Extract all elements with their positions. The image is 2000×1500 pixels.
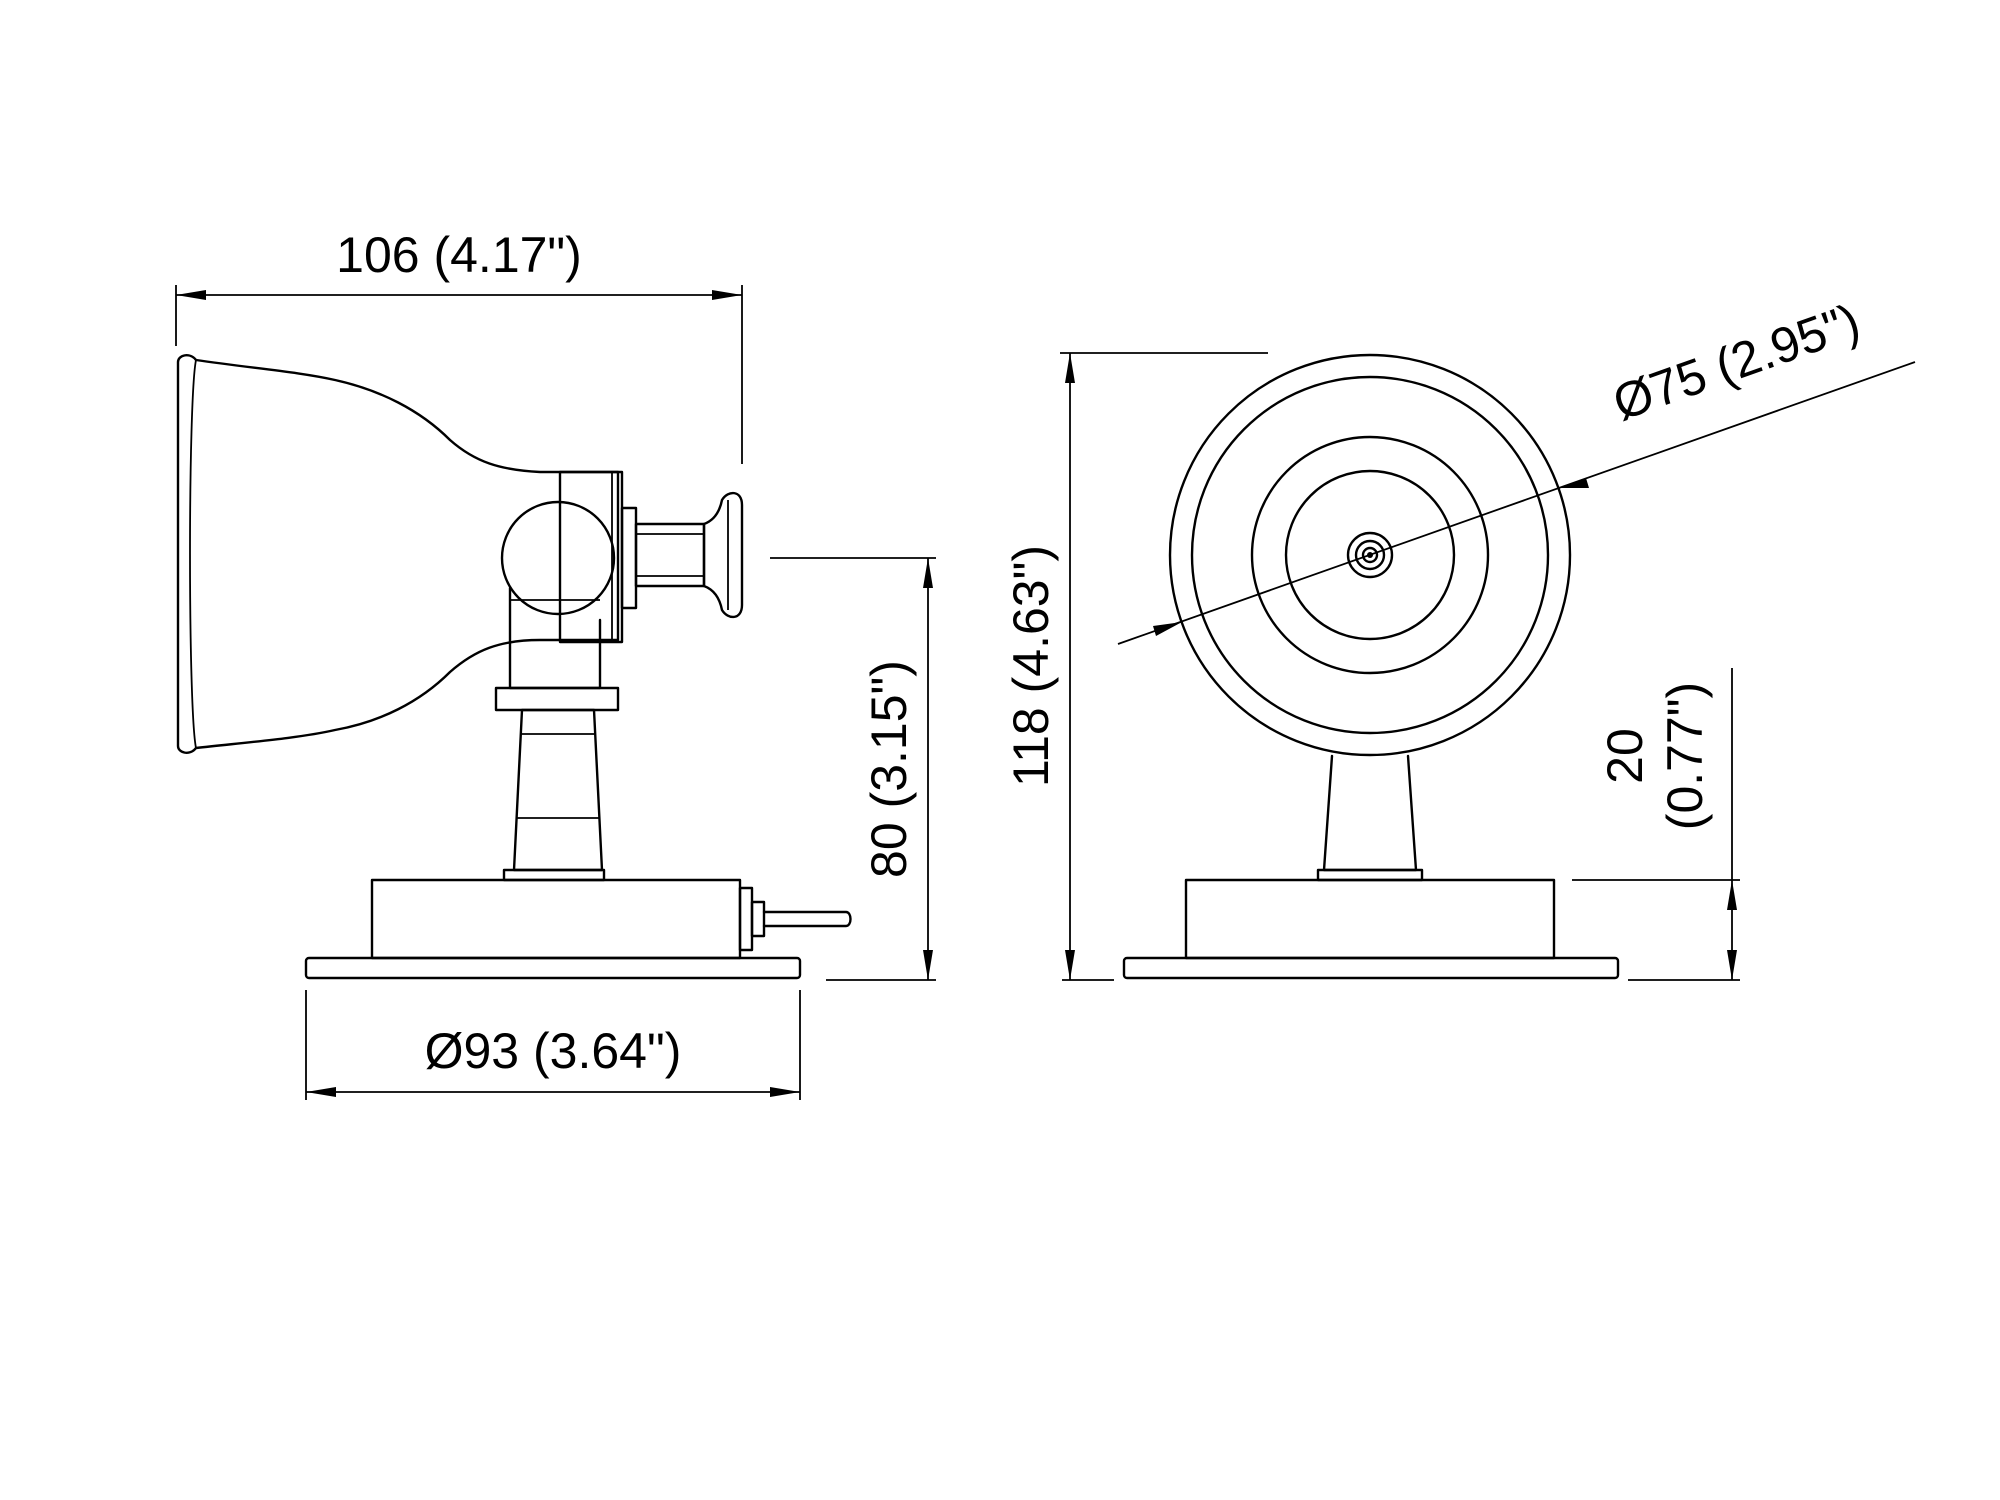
side-view (176, 354, 852, 980)
side-view-shade (176, 354, 620, 754)
dim-height-axis-label: 80 (3.15") (861, 660, 917, 878)
side-view-base-housing (370, 878, 742, 960)
dim-base-diameter-label: Ø93 (3.64") (425, 1023, 682, 1079)
side-view-base-plate (304, 956, 802, 980)
front-view-head-ring-4 (1284, 469, 1456, 641)
dim-base-height-value: 20 (1597, 728, 1653, 784)
dim-height-axis: 80 (3.15") (770, 557, 936, 981)
dim-width-side-label: 106 (4.17") (336, 227, 582, 283)
dim-base-height-inch: (0.77") (1657, 682, 1713, 830)
side-view-switch-nut (738, 886, 754, 952)
side-view-switch-lever (762, 910, 852, 928)
front-view-stem (1322, 754, 1418, 872)
side-view-clamp-ring (494, 686, 620, 712)
side-view-pivot-sphere (500, 500, 616, 616)
front-view (1122, 353, 1620, 980)
side-view-knurl-collar (620, 506, 638, 610)
dim-head-diameter-label: Ø75 (2.95") (1606, 293, 1867, 431)
dim-head-diameter: Ø75 (2.95") (1117, 293, 1916, 645)
front-view-head-ring-3 (1250, 435, 1490, 675)
front-view-lens-outer (1346, 531, 1394, 579)
dim-width-side: 106 (4.17") (175, 227, 743, 464)
dim-total-height: 118 (4.63") (1003, 352, 1268, 981)
front-view-base-housing (1184, 878, 1556, 960)
side-view-knob (702, 491, 744, 619)
dim-base-diameter: Ø93 (3.64") (305, 990, 801, 1100)
dim-total-height-label: 118 (4.63") (1003, 545, 1059, 787)
dim-base-height: 20 (0.77") (1572, 668, 1740, 981)
front-view-head-outer (1168, 353, 1572, 757)
front-view-base-plate (1122, 956, 1620, 980)
front-view-head-ring-2 (1190, 375, 1550, 735)
